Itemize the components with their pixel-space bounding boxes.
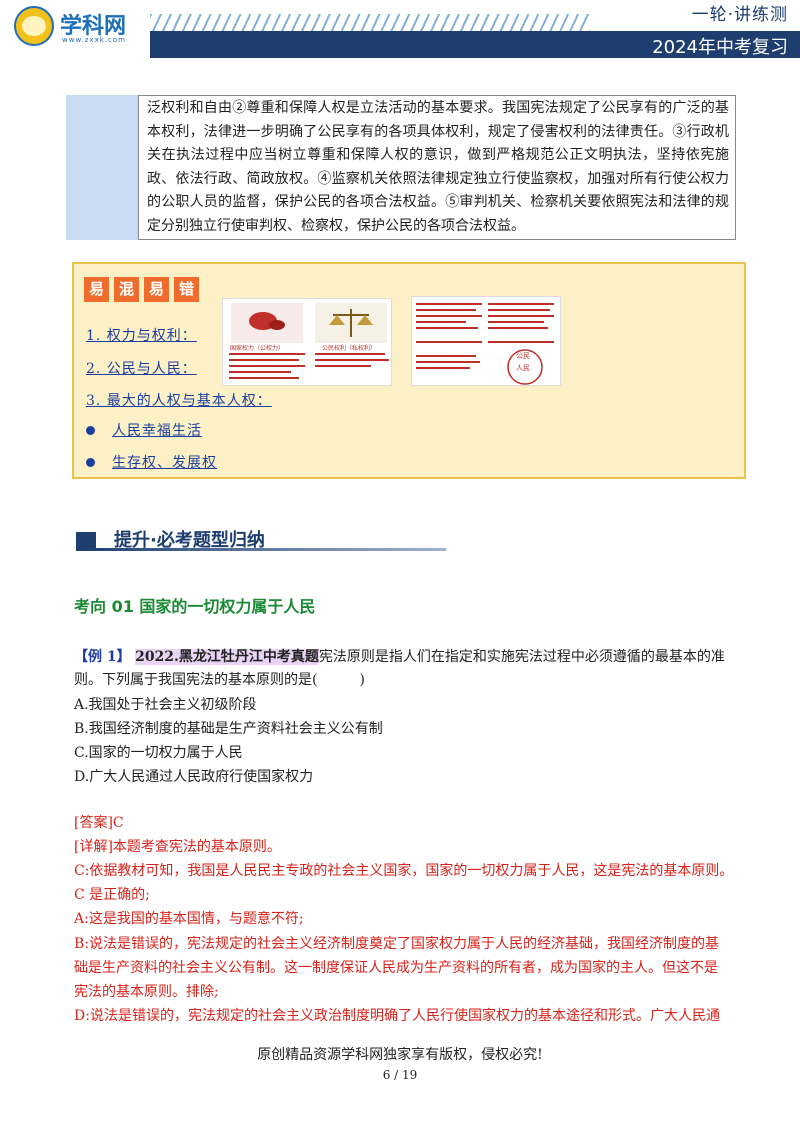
explanation-line: [详解]本题考查宪法的基本原则。 [74, 839, 281, 855]
tag-yi-1: 易 [84, 277, 109, 302]
option-d[interactable]: D.广大人民通过人民政府行使国家权力 [74, 769, 314, 785]
explanation-line: C:依据教材可知，我国是人民民主专政的社会主义国家，国家的一切权力属于人民，这是… [74, 863, 734, 879]
explanation-line: B:说法是错误的，宪法规定的社会主义经济制度奠定了国家权力属于人民的经济基础，我… [74, 936, 720, 952]
mistake-item-1[interactable]: 1. 权力与权利： [86, 328, 197, 344]
example-stem-line-2: 则。下列属于我国宪法的基本原则的是( ) [74, 672, 365, 688]
logo-url: www.zxxk.com [62, 36, 126, 44]
logo-face-icon [22, 16, 46, 36]
example-tag: 【例 1】 [74, 649, 131, 665]
section-title: 提升·必考题型归纳 [114, 530, 265, 551]
example-stem: 【例 1】 2022.黑龙江牡丹江中考真题宪法原则是指人们在指定和实施宪法过程中… [74, 646, 734, 668]
answer-line: [答案]C [74, 815, 124, 831]
copyright-notice: 原创精品资源学科网独家享有版权，侵权必究! [257, 1047, 543, 1063]
mistake-item-3[interactable]: 3. 最大的人权与基本人权： [86, 393, 272, 409]
citizen-people-illustration [416, 303, 554, 385]
power-right-image [222, 298, 392, 386]
tag-cuo: 错 [174, 277, 199, 302]
series-title: 一轮·讲练测 [691, 5, 788, 25]
tag-hun: 混 [114, 277, 139, 302]
option-c[interactable]: C.国家的一切权力属于人民 [74, 745, 243, 761]
section-underline [76, 548, 446, 551]
direction-title: 考向 01 国家的一切权力属于人民 [74, 597, 316, 616]
example-source: 2022.黑龙江牡丹江中考真题 [135, 649, 319, 665]
example-stem-line-1: 宪法原则是指人们在指定和实施宪法过程中必须遵循的最基本的准 [318, 649, 725, 665]
logo-text: 学科网 [60, 14, 127, 39]
right-label: 公民权利（私权利） [322, 345, 377, 352]
bullet-icon [86, 426, 95, 435]
mistake-subitem-1[interactable]: 人民幸福生活 [112, 423, 202, 439]
power-label: 国家权力（公权力） [230, 345, 285, 352]
table-content-cell: 泛权利和自由②尊重和保障人权是立法活动的基本要求。我国宪法规定了公民享有的广泛的… [147, 100, 729, 234]
explanation-line: 宪法的基本原则。排除; [74, 984, 219, 1000]
header-hatch-decoration [150, 14, 590, 32]
mistake-item-2[interactable]: 2. 公民与人民： [86, 361, 197, 377]
mistake-subitem-2[interactable]: 生存权、发展权 [112, 455, 217, 471]
tag-yi-2: 易 [144, 277, 169, 302]
explanation-line: A:这是我国的基本国情，与题意不符; [74, 911, 304, 927]
page-number: 6 / 19 [382, 1068, 418, 1082]
option-a[interactable]: A.我国处于社会主义初级阶段 [74, 697, 257, 713]
section-marker [76, 532, 96, 550]
seal-people: 人民 [516, 364, 530, 372]
citizen-people-image [411, 296, 561, 386]
header-title: 2024年中考复习 [652, 37, 788, 58]
seal-citizen: 公民 [516, 352, 530, 360]
bullet-icon [86, 458, 95, 467]
option-b[interactable]: B.我国经济制度的基础是生产资料社会主义公有制 [74, 721, 383, 737]
table-label-cell [66, 95, 139, 240]
explanation-line: 础是生产资料的社会主义公有制。这一制度保证人民成为生产资料的所有者，成为国家的主… [74, 960, 718, 976]
explanation-line: C 是正确的; [74, 887, 150, 903]
power-right-illustration [229, 303, 389, 379]
explanation-line: D:说法是错误的，宪法规定的社会主义政治制度明确了人民行使国家权力的基本途径和形… [74, 1008, 720, 1024]
header-bar [150, 31, 800, 58]
logo-icon [14, 6, 54, 46]
